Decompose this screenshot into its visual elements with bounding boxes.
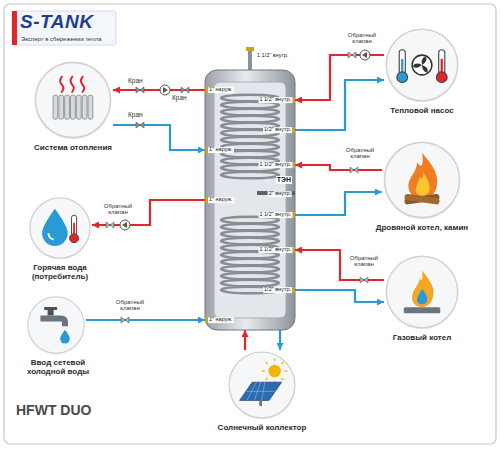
valve-label: Кран [172,95,187,102]
circle-outline [382,140,462,220]
circle-outline [384,254,460,330]
coil-turn [221,238,279,245]
return-pipe [295,80,384,130]
check-valve-label: Обратный клапан [110,299,150,312]
port-ring [246,47,254,51]
port-size: 1/2" внутр. [263,287,292,293]
icon [240,358,288,406]
return-pipe [295,290,384,302]
coil-turn [221,224,279,231]
port-size: 1 1/2" внутр. [258,97,292,103]
logo-stripe [12,11,17,45]
node-caption: Система отопления [13,143,133,152]
frame [4,4,496,444]
port-size: 1 1/2" внутр. [256,53,290,59]
coil-turn [221,259,279,266]
supply-pipe [295,250,384,280]
port-size: 1" наруж. [208,87,234,93]
supply-pipe [113,89,205,91]
node-caption: Газовый котел [367,333,477,342]
node-caption: Дровяной котел, камин [367,223,477,232]
circle-shape [35,62,110,137]
supply-pipe [295,165,382,170]
node-caption: Ввод сетевой холодной воды [12,358,104,376]
port-size: 1/2" внутр. [263,127,292,133]
valve-label: Кран [128,112,143,119]
supply-pipe [244,330,246,350]
source-circle: Дровяной котел, камин [382,140,462,220]
port-size: 1 1/2" внутр. [258,247,292,253]
logo-badge [12,11,116,45]
port-size: 1" наруж. [208,197,234,203]
node-caption: Солнечный коллектор [197,423,327,432]
top-port-pipe [248,50,252,72]
check-valve-label: Обратный клапан [346,255,382,268]
circle-shape [30,198,90,258]
circle-shape [386,29,457,100]
coil-turn [221,172,279,179]
coil-turn [221,109,279,116]
circle-shape [386,256,457,327]
check-valve-label: Обратный клапан [98,203,138,216]
icon [404,153,440,205]
source-circle: Тепловой насос [384,27,460,103]
heater-label: ТЭН [276,176,292,184]
source-circle: Солнечный коллектор [227,350,297,420]
icon [40,307,69,344]
coil-turn [221,273,279,280]
diagram-title: HFWT DUO [16,402,91,418]
return-pipe [113,125,205,150]
circle-outline [384,27,460,103]
circle-outline [33,60,113,140]
return-pipe [279,330,281,350]
circle-shape [28,297,84,353]
circle-outline [26,295,86,355]
supply-pipe [92,200,205,225]
coil-turn [221,137,279,144]
node-caption: Горячая вода (потребитель) [10,263,110,281]
node-caption: Тепловой насос [367,106,477,115]
source-circle: Газовый котел [384,254,460,330]
port-size: 2" внутр. [268,191,292,197]
logo-text: S-TANK [20,12,93,32]
icon [404,271,440,314]
source-circle: Ввод сетевой холодной воды [26,295,86,355]
coil-turn [221,280,279,287]
source-circle: Система отопления [33,60,113,140]
icon [53,77,93,119]
coil-turn [221,266,279,273]
circle-shape [384,142,459,217]
icon [397,50,447,83]
coil-turn [221,116,279,123]
port-size: 1 1/2" внутр. [258,212,292,218]
circle-shape [229,352,295,418]
check-valve-label: Обратный клапан [342,32,382,45]
check-valve-label: Обратный клапан [340,147,380,160]
supply-pipe [295,55,384,100]
logo-tagline: Эксперт в сбережении тепла [21,36,102,42]
source-circle: Горячая вода (потребитель) [28,196,92,260]
valve-symbol [136,87,189,128]
circle-outline [227,350,297,420]
valve-label: Кран [128,78,143,85]
tank-body [205,70,295,330]
return-pipe [295,192,382,215]
coil-turn [221,231,279,238]
icon [42,209,78,246]
return-pipe [86,319,205,321]
port-size: 1" наруж. [208,147,234,153]
port-size: 1" наруж. [208,317,234,323]
port-size: 1 1/2" внутр. [258,162,292,168]
check-valve-symbol [106,52,368,323]
circle-outline [28,196,92,260]
